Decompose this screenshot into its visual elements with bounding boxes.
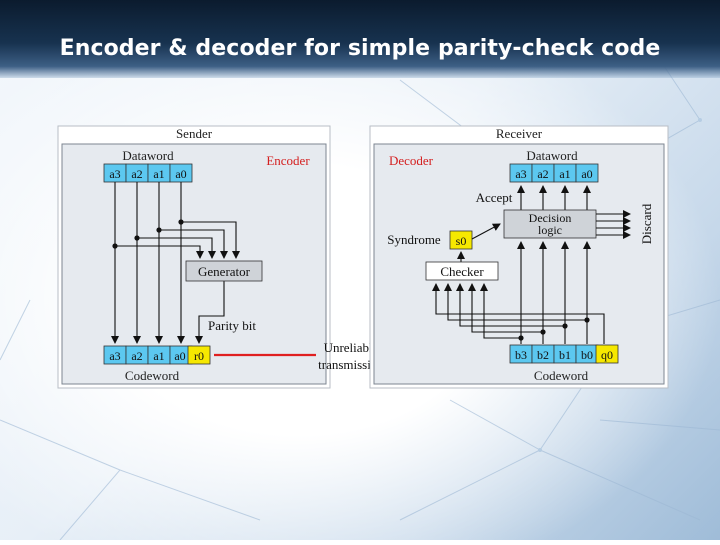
receiver-codeword-bit: b2 [537,348,549,362]
decoder-label: Decoder [389,153,434,168]
receiver-codeword-bit: b3 [515,348,527,362]
syndrome-bit: s0 [456,234,467,248]
receiver-dataword-bit: a3 [515,167,526,181]
sender-title: Sender [176,126,213,141]
syndrome-lines [457,223,501,262]
sender-dataword-bit: a0 [175,167,186,181]
discard-lines [596,210,631,239]
sender-codeword-bit: r0 [194,349,204,363]
sender-codeword-label: Codeword [125,368,180,383]
sender-panel: Sender Dataword Encoder a3 a2 a1 a0 [57,125,331,389]
receiver-codeword-bit: q0 [601,348,613,362]
sender-codeword: a3 a2 a1 a0 r0 [103,345,211,365]
receiver-parity-cell [595,344,619,364]
encoder-label: Encoder [266,153,310,168]
sender-dataword-bit: a2 [131,167,142,181]
sender-dataword-label: Dataword [122,148,174,163]
decision-label-line2: logic [538,223,562,237]
decision-logic-box [503,209,597,239]
receiver-dataword-bit: a2 [537,167,548,181]
receiver-dataword-cell [575,163,599,183]
decision-label-line1: Decision [529,211,572,225]
receiver-panel: Receiver Decoder Dataword a3 a2 a1 a0 Ac… [369,125,669,389]
receiver-codeword: b3 b2 b1 b0 q0 [509,344,619,364]
accept-label: Accept [476,190,513,205]
sender-codeword-bit: a2 [131,349,142,363]
generator-box [185,260,263,282]
receiver-dataword-label: Dataword [526,148,578,163]
sender-codeword-bit: a3 [109,349,120,363]
receiver-dataword-bit: a0 [581,167,592,181]
channel-label-line2: transmission [318,357,384,372]
sender-parity-cell [187,345,211,365]
receiver-dataword: a3 a2 a1 a0 [509,163,599,183]
title-band [0,0,720,78]
receiver-junction-dots [518,317,590,341]
sender-dataword: a3 a2 a1 a0 [103,163,193,183]
receiver-codeword-label: Codeword [534,368,589,383]
receiver-dataword-bit: a1 [559,167,570,181]
parity-bit-label: Parity bit [208,318,256,333]
receiver-title: Receiver [496,126,543,141]
syndrome-label: Syndrome [387,232,441,247]
sender-data-lines [111,182,240,344]
receiver-data-lines [432,241,605,344]
checker-box [425,261,499,281]
sender-dataword-bit: a1 [153,167,164,181]
accept-lines [517,185,591,210]
sender-dataword-bit: a3 [109,167,120,181]
receiver-codeword-bit: b0 [581,348,593,362]
sender-junction-dots [112,219,184,249]
receiver-codeword-bit: b1 [559,348,571,362]
checker-label: Checker [440,264,484,279]
generator-label: Generator [198,264,251,279]
syndrome-cell [449,230,473,250]
discard-label: Discard [639,203,654,244]
sender-codeword-bit: a1 [153,349,164,363]
sender-codeword-bit: a0 [174,349,185,363]
slide-title: Encoder & decoder for simple parity-chec… [59,36,661,61]
channel-label-line1: Unreliable [324,340,379,355]
